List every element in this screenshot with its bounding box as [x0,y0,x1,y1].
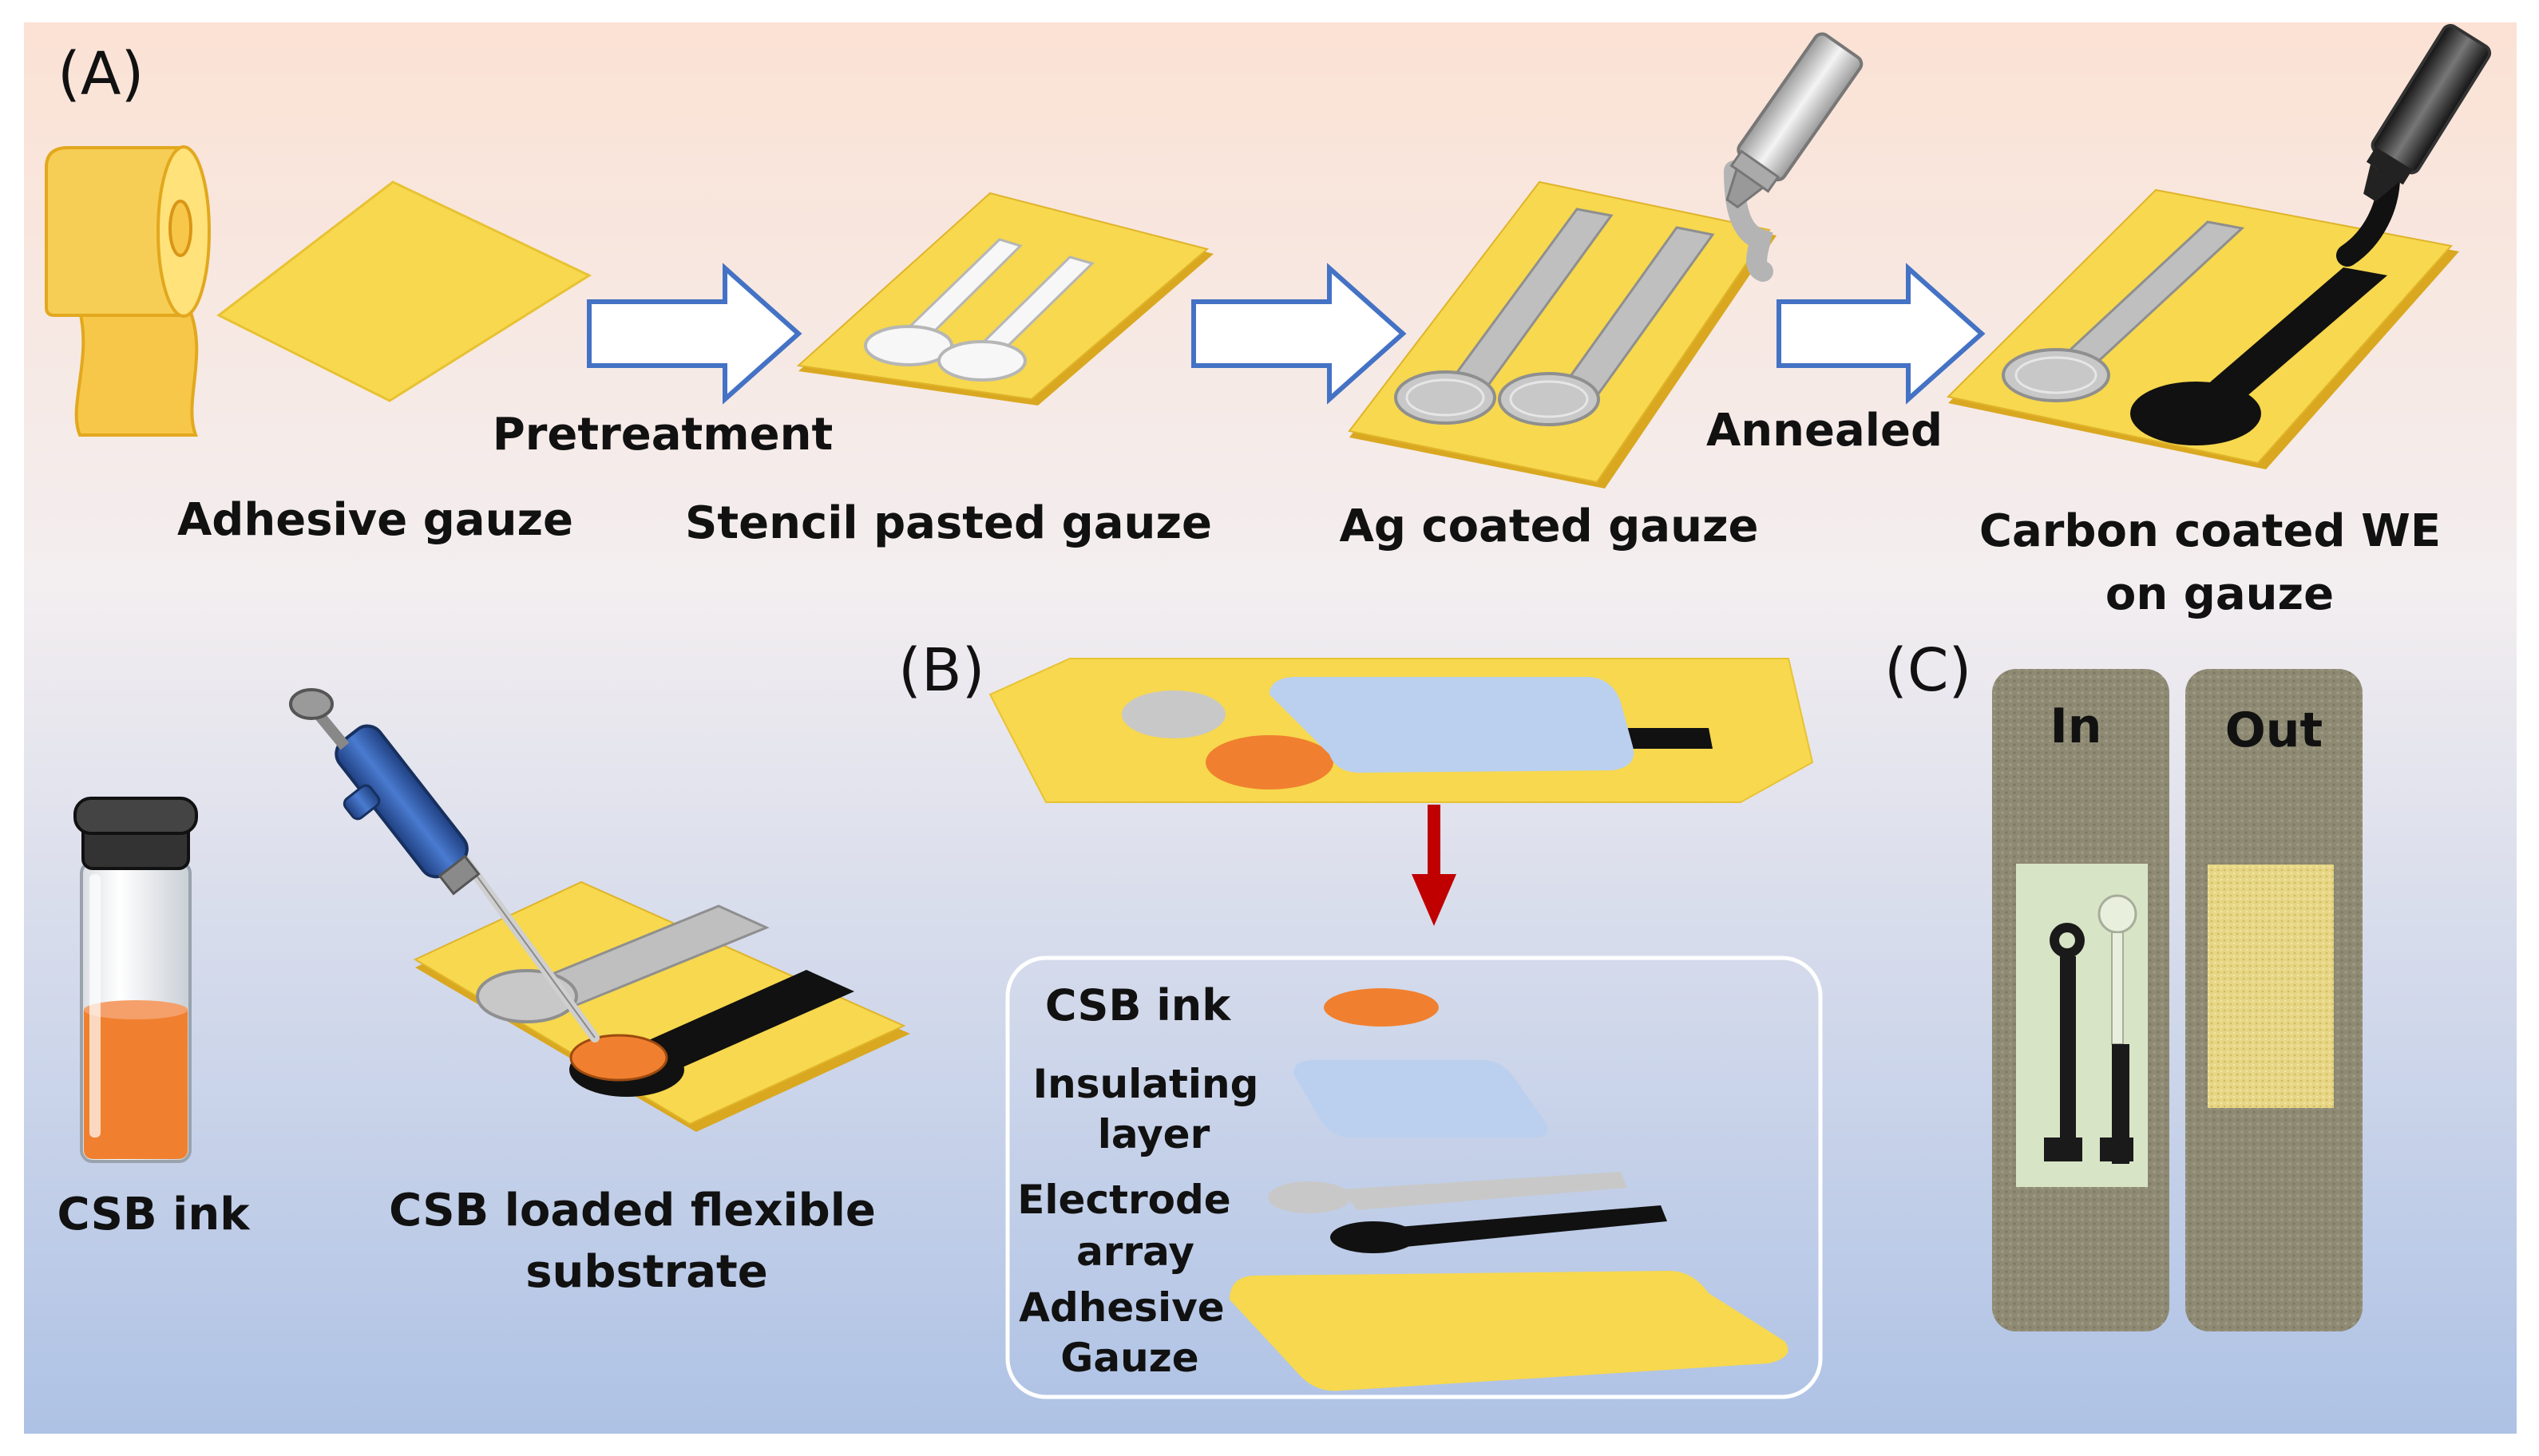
layer-label-electrode-line1: Electrode [1017,1177,1230,1223]
csb-ink-vial [73,797,198,1163]
layer-insulating [1293,1060,1549,1138]
ag-coated-gauze [1348,180,1777,489]
label-annealed: Annealed [1706,405,1943,457]
process-arrow-3 [1777,263,1986,405]
process-arrow-2 [1191,263,1407,405]
stencil-pasted-gauze [796,192,1214,406]
label-ag-coated-gauze: Ag coated gauze [1339,500,1758,552]
photo-electrode-carbon [2044,923,2085,1161]
photo-label-in: In [2050,698,2101,754]
adhesive-gauze-sheet [216,180,592,402]
assembled-sensor [988,658,1814,803]
csb-loaded-substrate [413,880,910,1132]
layer-csb-ink [1324,988,1439,1027]
photo-bandage-in [1992,669,2169,1331]
layer-label-csb-ink: CSB ink [1045,980,1231,1031]
process-arrow-1 [587,263,802,405]
layer-electrode-array [1268,1172,1667,1253]
carbon-coated-gauze [1946,188,2459,469]
layer-label-insulating-line1: Insulating [1033,1061,1259,1107]
panel-label-a: (A) [57,40,144,109]
label-adhesive-gauze: Adhesive gauze [177,494,573,546]
assembly-arrow [1412,805,1456,926]
photo-electrode-silver [2097,894,2137,1164]
label-carbon-coated-we-line1: Carbon coated WE [1979,505,2441,557]
layer-label-electrode-line2: array [1076,1228,1194,1275]
label-csb-loaded-line2: substrate [525,1246,768,1298]
photo-label-out: Out [2225,702,2323,758]
photo-bandage-out [2185,669,2363,1331]
label-csb-loaded-line1: CSB loaded flexible [389,1185,876,1236]
label-stencil-pasted-gauze: Stencil pasted gauze [685,497,1212,549]
pipette [289,688,600,1043]
carbon-ink-tube [2336,24,2492,267]
adhesive-tape-roll [45,145,211,437]
layer-label-adhesive-line2: Gauze [1060,1335,1198,1381]
panel-label-b: (B) [898,636,985,705]
layers-box [1005,956,1823,1399]
label-csb-ink: CSB ink [57,1189,252,1240]
label-carbon-coated-we-line2: on gauze [2105,568,2334,620]
silver-ink-tube [1724,32,1864,282]
layer-adhesive-gauze [1230,1271,1788,1391]
layer-label-insulating-line2: layer [1098,1111,1210,1157]
panel-label-c: (C) [1884,636,1971,705]
layer-label-adhesive-line1: Adhesive [1019,1284,1224,1331]
label-pretreatment: Pretreatment [493,409,834,461]
